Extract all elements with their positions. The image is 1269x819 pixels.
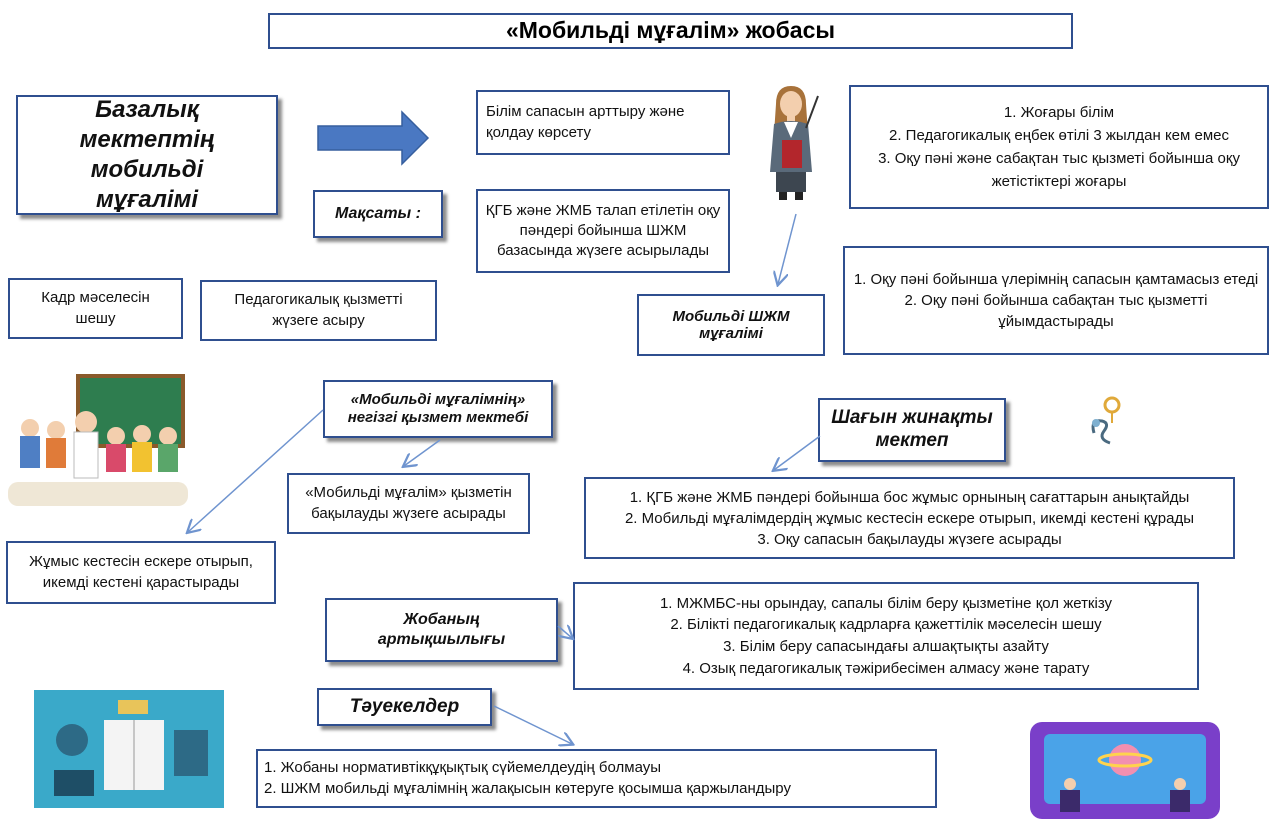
- main-arrow-icon: [317, 110, 430, 166]
- page-title-text: «Мобильді мұғалім» жобасы: [505, 17, 836, 44]
- goal-box-1-text: Білім сапасын арттыру және қолдау көрсет…: [486, 103, 685, 141]
- small-school-label: Шағын жинақты мектеп: [818, 398, 1006, 462]
- advantages-label-text: Жобаның артықшылығы: [377, 611, 506, 648]
- pedagogical-box: Педагогикалық қызметті жүзеге асыру: [200, 280, 437, 341]
- advantage-item-3: 3. Білім беру сапасындағы алшақтықты аза…: [723, 638, 1049, 655]
- duties-box: 1. Оқу пәні бойынша үлерімнің сапасын қа…: [843, 246, 1269, 355]
- advantages-box: 1. МЖМБС-ны орындау, сапалы білім беру қ…: [573, 582, 1199, 690]
- small-school-item-1: 1. ҚГБ және ЖМБ пәндері бойынша бос жұмы…: [629, 488, 1190, 506]
- goal-box-1: Білім сапасын арттыру және қолдау көрсет…: [476, 90, 730, 155]
- pedagogical-box-text: Педагогикалық қызметті жүзеге асыру: [234, 291, 403, 329]
- advantage-item-4: 4. Озық педагогикалық тәжірибесімен алма…: [682, 659, 1090, 677]
- small-school-label-text: Шағын жинақты мектеп: [831, 407, 993, 451]
- goal-box-2: ҚГБ және ЖМБ талап етілетін оқу пәндері …: [476, 189, 730, 273]
- page-title: «Мобильді мұғалім» жобасы: [268, 13, 1073, 49]
- risks-box: 1. Жобаны нормативтікқұқықтық сүйемелдеу…: [256, 749, 937, 808]
- risks-label: Тәуекелдер: [317, 688, 492, 726]
- requirements-box: 1. Жоғары білім 2. Педагогикалық еңбек ө…: [849, 85, 1269, 209]
- connector-advantages: [557, 626, 572, 638]
- duty-item-1: 1. Оқу пәні бойынша үлерімнің сапасын қа…: [853, 271, 1259, 288]
- small-school-item-2: 2. Мобильді мұғалімдердің жұмыс кестесін…: [624, 509, 1195, 527]
- risks-label-text: Тәуекелдер: [349, 696, 460, 718]
- map-pin-icon: [1091, 396, 1121, 445]
- kadr-box: Кадр мәселесін шешу: [8, 278, 183, 339]
- base-school-box: «Мобильді мұғалім» қызметін бақылауды жү…: [287, 473, 530, 534]
- classroom-illustration: [8, 374, 188, 506]
- risk-item-2: 2. ШЖМ мобильді мұғалімнің жалақысын көт…: [264, 779, 791, 797]
- risk-item-1: 1. Жобаны нормативтікқұқықтық сүйемелдеу…: [264, 759, 662, 777]
- virtual-classroom-illustration: [1030, 722, 1220, 819]
- teacher-illustration: [770, 86, 819, 200]
- goal-label-text: Мақсаты :: [335, 205, 421, 223]
- kadr-box-text: Кадр мәселесін шешу: [41, 289, 150, 327]
- small-school-box: 1. ҚГБ және ЖМБ пәндері бойынша бос жұмы…: [584, 477, 1235, 559]
- goal-box-2-text: ҚГБ және ЖМБ талап етілетін оқу пәндері …: [485, 201, 721, 260]
- small-school-item-3: 3. Оқу сапасын бақылауды жүзеге асырады: [757, 530, 1062, 548]
- duty-item-2: 2. Оқу пәні бойынша сабақтан тыс қызметт…: [904, 292, 1208, 330]
- requirement-item-2: 2. Педагогикалық еңбек өтілі 3 жылдан ке…: [889, 126, 1229, 144]
- education-illustration: [34, 690, 224, 808]
- advantage-item-2: 2. Білікті педагогикалық кадрларға қажет…: [670, 616, 1102, 634]
- base-school-box-text: «Мобильді мұғалім» қызметін бақылауды жү…: [305, 484, 512, 522]
- mobile-teacher-label: Мобильді ШЖМ мұғалімі: [637, 294, 825, 356]
- goal-label-box: Мақсаты :: [313, 190, 443, 238]
- mobile-teacher-label-text: Мобильді ШЖМ мұғалімі: [672, 307, 790, 342]
- base-school-label: «Мобильді мұғалімнің» негізгі қызмет мек…: [323, 380, 553, 438]
- advantage-item-1: 1. МЖМБС-ны орындау, сапалы білім беру қ…: [659, 594, 1113, 612]
- schedule-box: Жұмыс кестесін ескере отырып, икемді кес…: [6, 541, 276, 604]
- connector-teacher: [778, 213, 797, 284]
- main-label-box: Базалық мектептің мобильді мұғалімі: [16, 95, 278, 215]
- connector-small-school: [774, 435, 821, 470]
- base-school-label-text: «Мобильді мұғалімнің» негізгі қызмет мек…: [347, 391, 529, 426]
- schedule-box-text: Жұмыс кестесін ескере отырып, икемді кес…: [29, 553, 253, 591]
- advantages-label: Жобаның артықшылығы: [325, 598, 558, 662]
- requirement-item-1: 1. Жоғары білім: [1003, 103, 1115, 121]
- connector-base-school: [404, 439, 441, 466]
- requirement-item-3: 3. Оқу пәні және сабақтан тыс қызметі бо…: [878, 150, 1240, 191]
- connector-risks: [493, 705, 572, 744]
- main-label-text: Базалық мектептің мобильді мұғалімі: [79, 96, 215, 213]
